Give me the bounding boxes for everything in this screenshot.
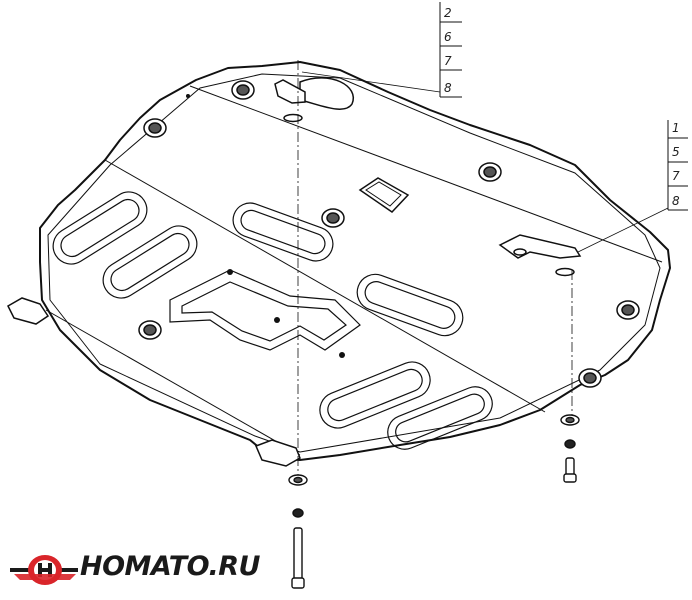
rib-slot <box>356 273 464 337</box>
callout-number: 1 <box>672 121 680 135</box>
logo-emblem-icon <box>10 555 78 585</box>
corner-tabs <box>7 297 301 467</box>
washer <box>288 474 308 486</box>
fastener-stack-left <box>288 474 308 589</box>
callout-right: 1 5 7 8 <box>577 120 688 253</box>
spacer <box>564 439 576 449</box>
stiffening-ribs <box>52 191 493 450</box>
rib-slot <box>52 191 148 265</box>
rivet <box>274 317 280 323</box>
plate-fold-line-front <box>45 309 301 456</box>
fastener-stack-right <box>560 414 580 483</box>
callout-number: 7 <box>444 54 452 68</box>
plate-fold-line-left <box>104 159 546 413</box>
corner-tab-bottom <box>255 439 301 467</box>
rivet <box>227 269 233 275</box>
callout-number: 5 <box>672 145 680 159</box>
rivet <box>186 94 190 98</box>
spacer <box>292 508 304 518</box>
mounting-holes <box>138 80 640 388</box>
rib-zigzag <box>169 269 361 351</box>
logo-wordmark: HOMATO.RU <box>80 551 260 582</box>
callout-number: 6 <box>444 30 452 44</box>
callout-leader <box>577 207 669 253</box>
mount-hole <box>138 320 162 340</box>
bolt <box>291 527 305 589</box>
mount-hole <box>231 80 255 100</box>
mount-hole <box>143 118 167 138</box>
corner-tab-left <box>7 297 50 325</box>
bolt <box>563 457 577 483</box>
skid-plate <box>39 61 671 461</box>
washer <box>560 414 580 426</box>
callout-top: 2 6 7 8 <box>301 2 462 98</box>
callout-number: 2 <box>444 6 452 20</box>
plate-inner-edge <box>47 73 661 453</box>
callout-leader <box>301 71 441 93</box>
rivets <box>186 94 345 358</box>
rib-slot <box>319 361 431 429</box>
rib-slot <box>387 386 493 450</box>
callout-number: 8 <box>672 194 680 208</box>
mount-hole <box>478 162 502 182</box>
callout-number: 8 <box>444 81 452 95</box>
mount-hole <box>578 368 602 388</box>
plate-outer-edge <box>39 61 671 461</box>
rivet <box>339 352 345 358</box>
mount-hole <box>321 208 345 228</box>
plate-fold-line-top <box>189 85 663 263</box>
right-bracket <box>498 234 582 277</box>
top-bracket <box>274 77 355 123</box>
rib-slot <box>102 225 198 299</box>
access-hatch <box>358 177 410 213</box>
callout-number: 7 <box>672 169 680 183</box>
rib-slot <box>232 202 334 262</box>
assembly-axes <box>297 60 573 478</box>
homato-logo <box>10 555 78 585</box>
mount-hole <box>616 300 640 320</box>
rib-zigzag-inner <box>181 281 347 342</box>
